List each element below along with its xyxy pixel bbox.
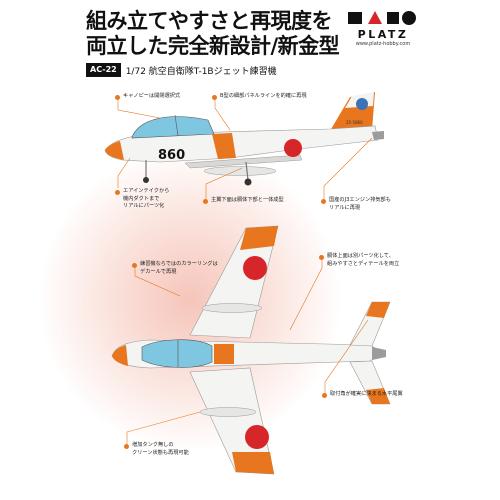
side-canopy	[131, 116, 215, 139]
top-exhaust	[372, 347, 386, 360]
top-fuselage-band	[214, 344, 234, 364]
callout-canopy-text: キャノピーは開閉選択式	[123, 93, 181, 99]
product-code-badge: AC-22	[86, 63, 121, 77]
callout-dot-icon	[115, 190, 120, 195]
background-glow	[40, 150, 340, 450]
callout-fuselage-text: 胴体上面は別パーツ化して、 組みやすさとディテールを両立	[327, 253, 400, 267]
callout-dot-icon	[322, 393, 327, 398]
top-drop-tank-upper	[201, 303, 263, 313]
platz-logo: PLATZ www.platz-hobby.com	[344, 9, 422, 49]
callout-intake-text: エアインテイクから 機内ダクトまで リアルにパーツ化	[123, 188, 170, 209]
platz-logo-mark-icon	[348, 11, 416, 25]
callout-dot-icon	[319, 255, 324, 260]
callout-leaders	[117, 98, 373, 444]
brand-name: PLATZ	[357, 28, 409, 41]
callout-stabilizer-text: 取付角が確実に決まる水平尾翼	[330, 391, 403, 397]
side-main-wheel	[244, 178, 252, 186]
brand-url: www.platz-hobby.com	[355, 41, 411, 47]
callout-exhaust: 国産のJ3エンジン排気部も リアルに再現	[321, 197, 391, 212]
callout-panel-lines: B型の細部パネルラインを的確に再現	[212, 93, 307, 101]
headline-line-2: 両立した完全新設計/新金型	[86, 34, 340, 58]
tail-number: 25-5860	[346, 120, 363, 125]
top-wing-upper-tip	[240, 226, 278, 250]
callout-dot-icon	[132, 263, 137, 268]
headline: 組み立てやすさと再現度を 両立した完全新設計/新金型	[86, 9, 340, 59]
callout-landing-gear-text: 主翼下面は胴体下部と一体成型	[211, 197, 284, 203]
top-wing-lower-tip	[232, 452, 274, 474]
side-hinomaru-icon	[284, 139, 302, 157]
callout-drop-tank: 増加タンク無しの クリーン状態も再現可能	[124, 442, 189, 457]
top-lower-hinomaru-icon	[245, 425, 269, 449]
callout-dot-icon	[115, 95, 120, 100]
top-canopy	[141, 339, 213, 368]
callout-dot-icon	[321, 199, 326, 204]
headline-line-1: 組み立てやすさと再現度を	[86, 9, 333, 33]
top-stabilizer-upper-tip	[366, 302, 390, 318]
product-subtitle: AC-22 1/72 航空自衛隊T-1Bジェット練習機	[86, 63, 277, 77]
callout-dot-icon	[203, 199, 208, 204]
side-number: 860	[158, 148, 185, 163]
callout-dot-icon	[124, 444, 129, 449]
side-drop-tank	[203, 166, 277, 176]
callout-fuselage: 胴体上面は別パーツ化して、 組みやすさとディテールを両立	[319, 253, 399, 268]
callout-coloring: 練習機ならではのカラーリングは デカールで再現	[132, 261, 218, 276]
callout-canopy: キャノピーは開閉選択式	[115, 93, 180, 101]
callout-coloring-text: 練習機ならではのカラーリングは デカールで再現	[140, 261, 218, 275]
top-drop-tank-lower	[199, 407, 257, 417]
product-title: 1/72 航空自衛隊T-1Bジェット練習機	[125, 66, 277, 77]
top-nose-orange	[112, 345, 128, 366]
top-stabilizer-lower-tip	[366, 388, 390, 404]
callout-dot-icon	[212, 95, 217, 100]
side-wing	[184, 154, 303, 169]
callout-panel-lines-text: B型の細部パネルラインを的確に再現	[220, 93, 307, 99]
top-view-aircraft	[111, 225, 391, 475]
callout-exhaust-text: 国産のJ3エンジン排気部も リアルに再現	[329, 197, 391, 211]
side-nose-wheel	[143, 177, 149, 183]
side-view-aircraft: 860 25-5860	[104, 92, 384, 186]
side-exhaust	[372, 131, 384, 140]
callout-landing-gear: 主翼下面は胴体下部と一体成型	[203, 197, 284, 205]
tail-emblem-icon	[356, 98, 368, 110]
callout-intake: エアインテイクから 機内ダクトまで リアルにパーツ化	[115, 188, 169, 211]
top-upper-hinomaru-icon	[243, 256, 267, 280]
side-fuselage-band	[212, 133, 236, 159]
side-nose-orange	[105, 141, 124, 160]
callout-drop-tank-text: 増加タンク無しの クリーン状態も再現可能	[132, 442, 189, 456]
callout-stabilizer: 取付角が確実に決まる水平尾翼	[322, 391, 403, 399]
